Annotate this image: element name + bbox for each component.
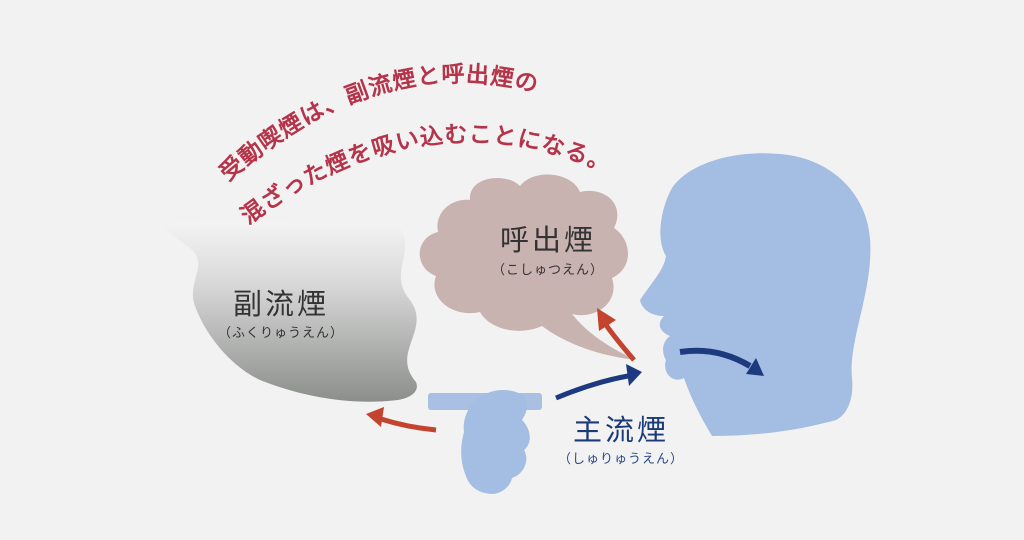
arrow-inhale-head: [746, 358, 764, 376]
sidestream-smoke: [160, 221, 417, 402]
hand: [461, 390, 530, 494]
arrow-mainstream-head: [626, 364, 642, 386]
arrow-exhaled-head: [597, 308, 616, 331]
exhaled-smoke-title: 呼出煙: [499, 223, 596, 257]
mainstream-smoke-title: 主流煙: [572, 413, 669, 447]
mainstream-smoke-reading: （しゅりゅうえん）: [557, 452, 684, 467]
arrow-sidestream-head: [366, 407, 384, 427]
exhaled-cloud: [419, 174, 636, 360]
arrow-mainstream: [555, 373, 629, 401]
arrow-inhale: [679, 347, 752, 369]
arrow-sidestream: [377, 415, 437, 433]
person-head: [640, 153, 871, 437]
exhaled-smoke-reading: （こしゅつえん）: [491, 263, 604, 278]
sidestream-smoke-reading: （ふくりゅうえん）: [217, 326, 344, 341]
sidestream-smoke-title: 副流煙: [232, 287, 329, 321]
